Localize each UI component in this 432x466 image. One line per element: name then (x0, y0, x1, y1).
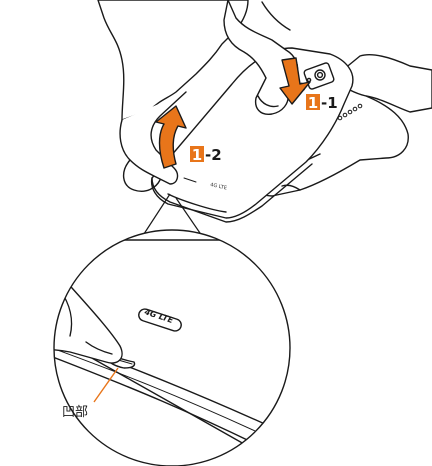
phone-removal-illustration (98, 0, 432, 222)
camera-lens (315, 70, 325, 80)
zoom-callout: 4G LTE 凹部 (0, 194, 320, 466)
step-1-1-number: 1 (308, 94, 318, 112)
recess-label: 凹部 (62, 405, 88, 420)
step-1-2-suffix: -2 (205, 146, 222, 164)
step-1-1-suffix: -1 (321, 94, 338, 112)
step-1-2-label: 1 -2 (190, 146, 222, 164)
step-1-1-label: 1 -1 (306, 94, 338, 112)
step-1-2-number: 1 (192, 146, 202, 164)
